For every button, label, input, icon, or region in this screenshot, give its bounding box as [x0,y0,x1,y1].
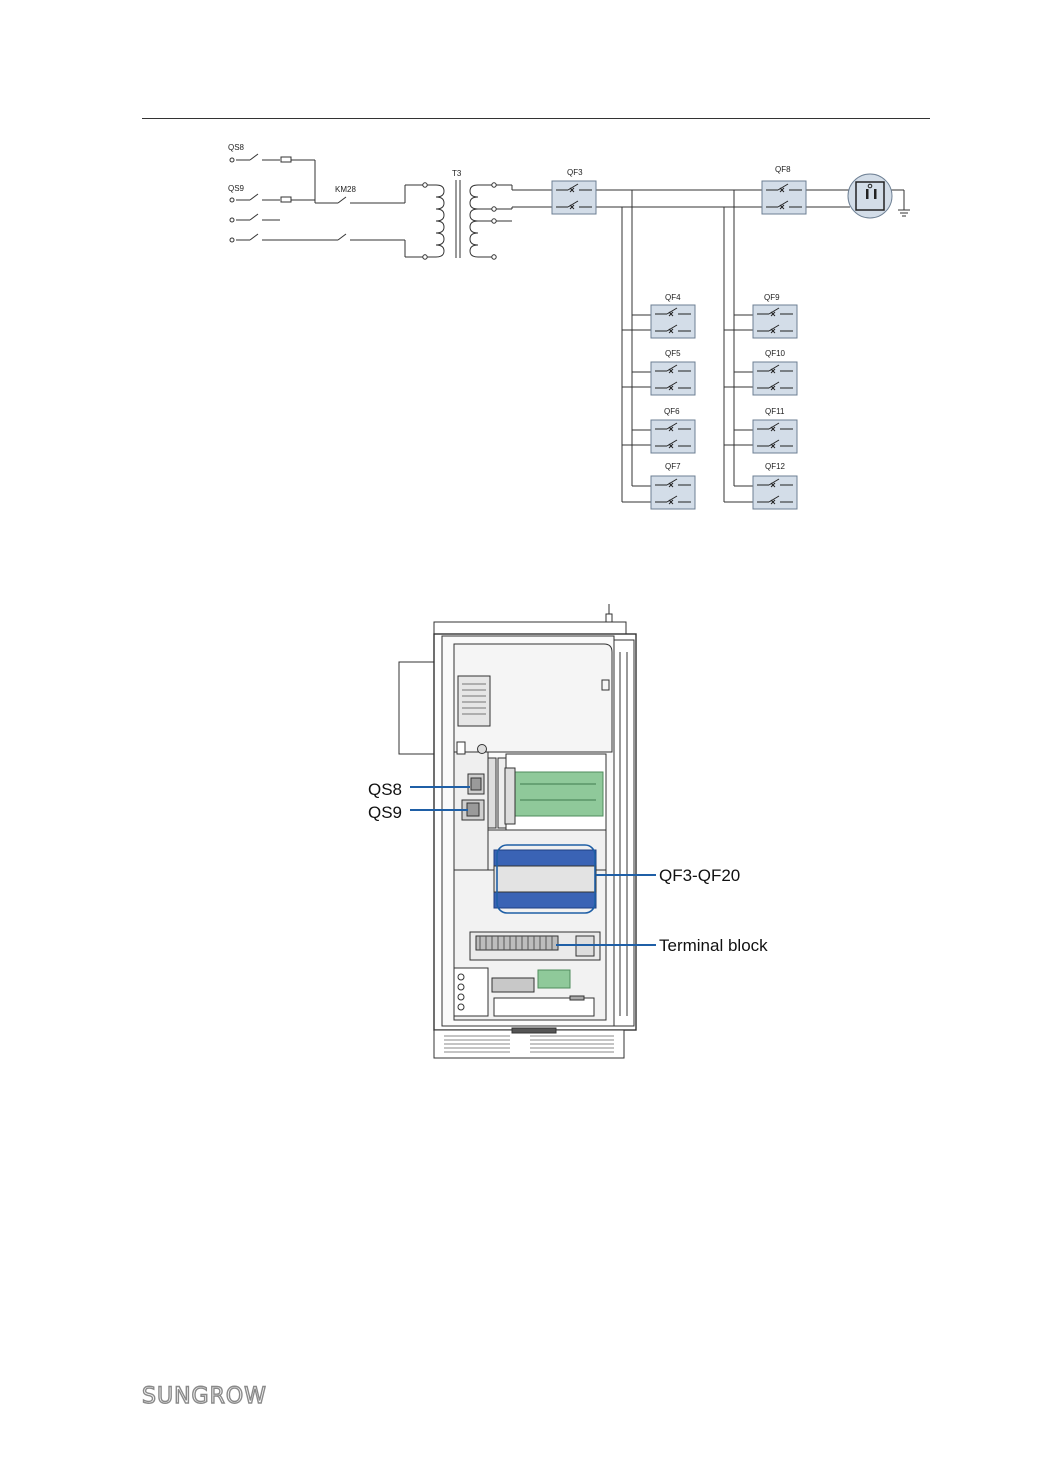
callout-qs8: QS8 [368,780,402,799]
sungrow-logo: SUNGROW [142,1384,267,1409]
callout-terminal-block: Terminal block [659,936,768,955]
callout-qs9: QS9 [368,803,402,822]
callout-qf3-qf20: QF3-QF20 [659,866,740,885]
